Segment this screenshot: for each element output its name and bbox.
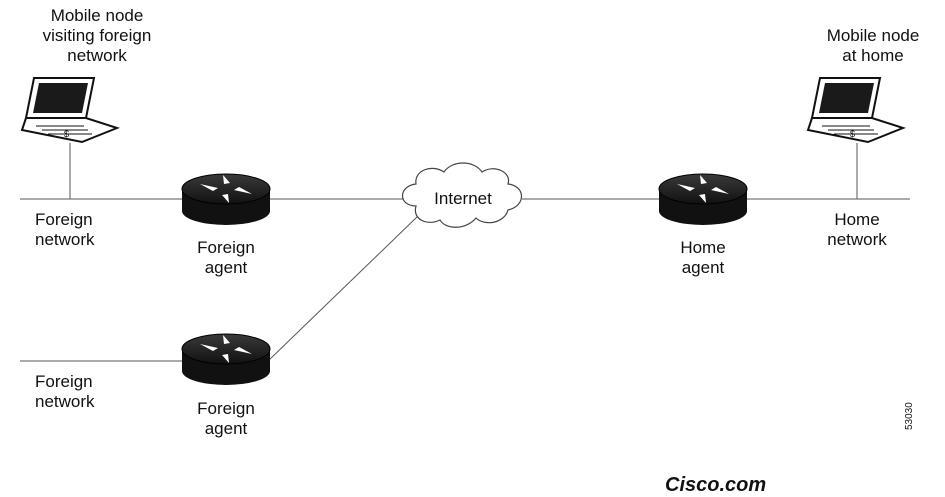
mobile-node-visiting-label: Mobile node visiting foreign network xyxy=(12,6,182,66)
label-line: network xyxy=(67,46,127,65)
internet-label: Internet xyxy=(434,189,492,208)
label-line: at home xyxy=(842,46,904,65)
foreign-agent-2-label: Foreign agent xyxy=(176,399,276,439)
label-line: Home xyxy=(834,210,880,229)
label-line: Mobile node xyxy=(50,6,144,25)
label-line: Foreign xyxy=(197,399,255,418)
router-icon xyxy=(658,173,748,225)
label-line: Home xyxy=(680,238,726,257)
label-line: Foreign xyxy=(35,210,93,229)
label-line: agent xyxy=(204,258,248,277)
router-icon xyxy=(181,173,271,225)
home-agent-label: Home agent xyxy=(653,238,753,278)
cloud-icon xyxy=(401,162,523,228)
foreign-agent-1-label: Foreign agent xyxy=(176,238,276,278)
label-line: network xyxy=(827,230,887,249)
foreign-agent-2-to-internet-link xyxy=(267,215,419,362)
foreign-network-2-label: Foreign network xyxy=(35,372,95,412)
label-line: network xyxy=(35,230,95,249)
label-line: Foreign xyxy=(35,372,93,391)
home-network-label: Home network xyxy=(812,210,902,250)
brand-watermark: Cisco.com xyxy=(665,474,767,496)
svg-text:$: $ xyxy=(850,129,855,139)
laptop-icon: $ xyxy=(806,77,906,144)
label-line: agent xyxy=(681,258,725,277)
label-line: Mobile node xyxy=(826,26,920,45)
label-line: Foreign xyxy=(197,238,255,257)
svg-text:$: $ xyxy=(64,129,69,139)
mobile-node-home-label: Mobile node at home xyxy=(808,26,938,66)
label-line: network xyxy=(35,392,95,411)
label-line: visiting foreign xyxy=(42,26,152,45)
figure-id: 53030 xyxy=(904,402,915,430)
label-line: agent xyxy=(204,419,248,438)
laptop-icon: $ xyxy=(20,77,120,144)
router-icon xyxy=(181,333,271,385)
foreign-network-1-label: Foreign network xyxy=(35,210,95,250)
